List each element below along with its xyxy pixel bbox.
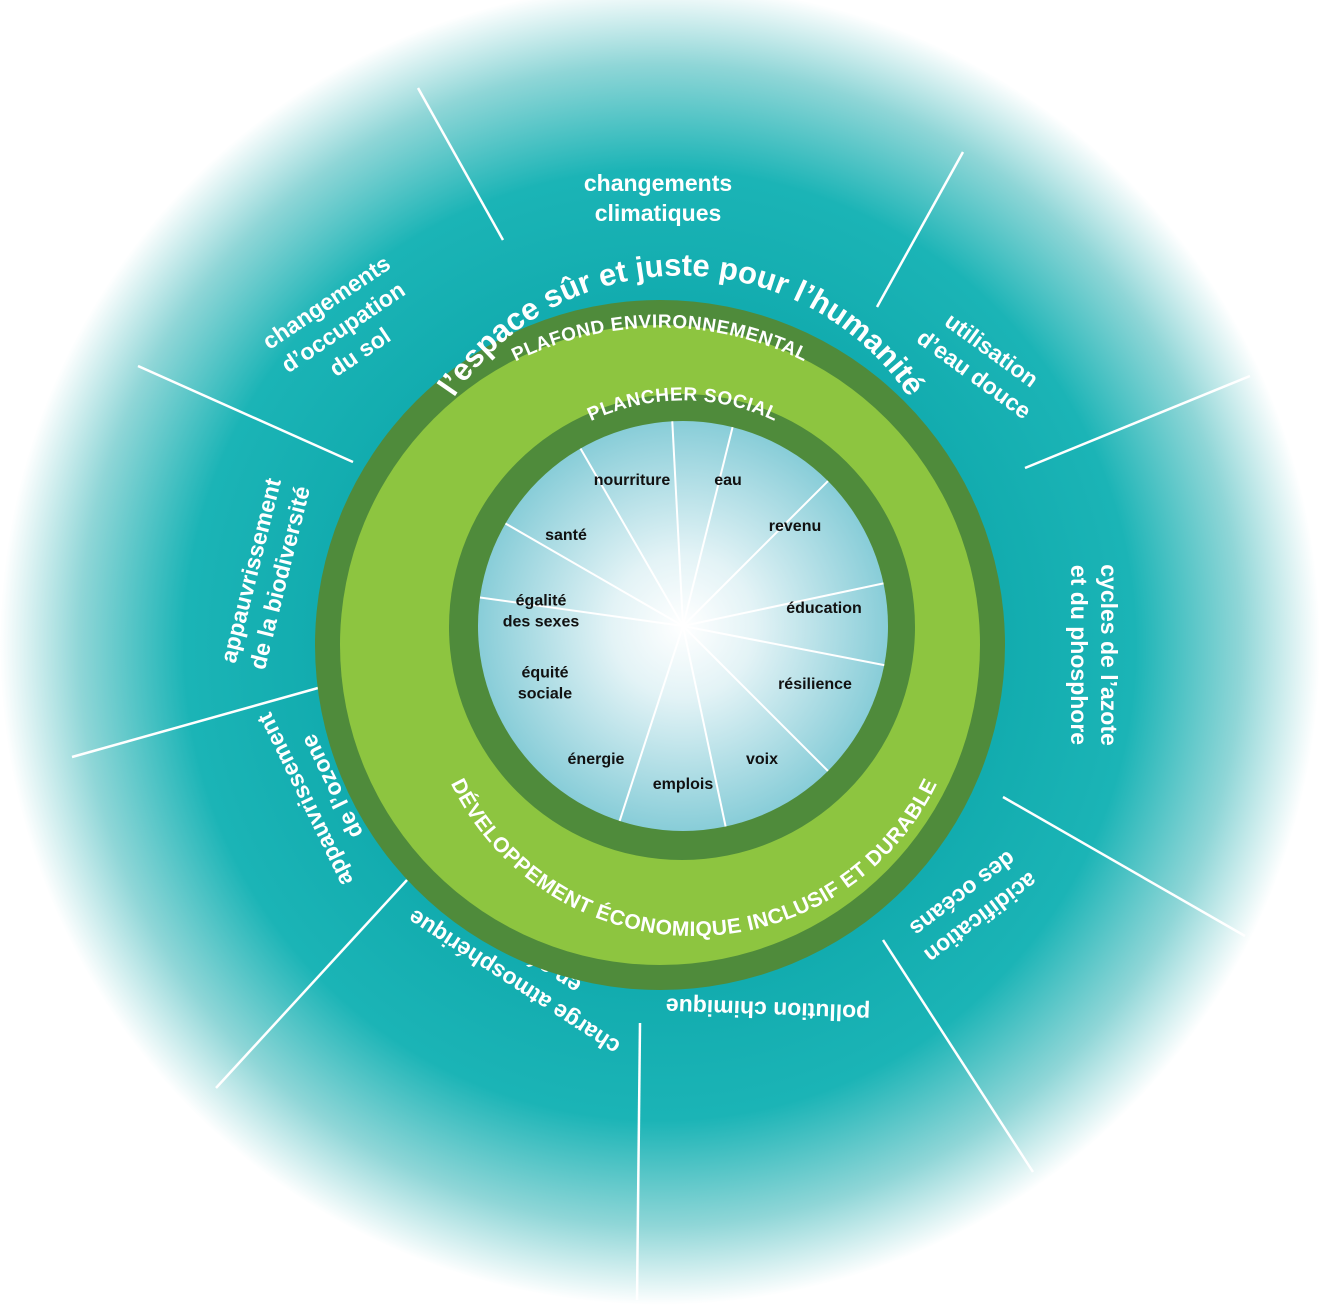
social-foundation-label: résilience: [778, 676, 852, 693]
boundary-dividers: [71, 87, 1251, 1301]
social-dividers: [479, 421, 885, 827]
social-divider: [682, 625, 885, 667]
boundary-divider: [215, 879, 408, 1089]
boundary-label: changements: [584, 170, 732, 196]
social-foundation-label: nourriture: [594, 472, 671, 489]
boundary-divider: [1002, 795, 1246, 938]
boundary-divider: [71, 686, 319, 759]
social-divider: [579, 447, 684, 627]
boundary-label: et du phosphore: [1066, 565, 1092, 745]
social-foundation-labels: nourriture eau revenu éducation résilience vo…: [503, 472, 862, 793]
social-divider: [671, 421, 684, 627]
boundary-label: climatiques: [595, 200, 722, 226]
boundary-divider: [416, 87, 505, 241]
social-foundation-label: équité: [521, 665, 568, 682]
boundary-divider: [881, 939, 1035, 1173]
boundary-divider: [137, 364, 354, 464]
environmental-boundary: changements climatiques: [584, 170, 732, 226]
social-foundation-label: santé: [545, 527, 587, 544]
boundary-divider: [875, 151, 965, 308]
social-divider: [504, 522, 684, 627]
social-foundation-label: eau: [714, 472, 742, 489]
boundary-label: cycles de l’azote: [1096, 564, 1122, 746]
social-foundation-label: emplois: [653, 776, 714, 793]
social-divider: [682, 582, 884, 627]
social-foundation-label: égalité: [516, 593, 567, 610]
social-foundation-label: sociale: [518, 686, 572, 703]
social-foundation-label: éducation: [786, 600, 862, 617]
social-divider: [682, 625, 727, 827]
social-divider: [682, 480, 829, 627]
social-foundation-label: voix: [746, 751, 778, 768]
social-foundation-label: énergie: [568, 751, 625, 768]
social-divider: [618, 625, 684, 822]
social-divider: [682, 625, 829, 772]
social-foundation-label: des sexes: [503, 614, 580, 631]
social-divider: [479, 596, 684, 627]
social-foundation-label: revenu: [769, 518, 821, 535]
boundary-divider: [1024, 374, 1251, 470]
boundary-divider: [635, 1022, 642, 1301]
social-divider: [682, 426, 734, 627]
